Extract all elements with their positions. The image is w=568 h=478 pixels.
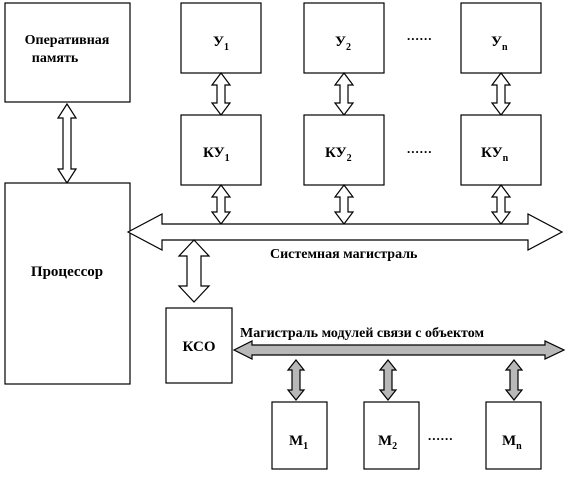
bus-module-arrow-2 — [378, 359, 398, 401]
controller-bus-arrow-2 — [333, 184, 355, 225]
kso-box — [165, 307, 233, 384]
bus-module-arrow-n — [504, 359, 524, 401]
device-controller-arrow-1 — [210, 72, 232, 116]
device-label-n: Уn — [491, 34, 508, 53]
module-label-1: М1 — [289, 433, 308, 452]
controller-bus-arrow-n — [490, 184, 512, 225]
ram-processor-arrow — [56, 102, 78, 185]
ram-label-line1: Оперативная — [25, 33, 110, 48]
module-ellipsis: ...... — [428, 428, 454, 443]
processor-label: Процессор — [31, 264, 103, 280]
bus-module-arrow-1 — [286, 359, 306, 401]
controller-box-2 — [303, 114, 385, 186]
module-box-n — [485, 401, 542, 470]
controller-label-n: КУn — [481, 145, 509, 164]
system-bus-arrow — [126, 213, 564, 251]
bus-kso-arrow — [177, 239, 211, 303]
ram-box — [4, 2, 131, 103]
system-bus-label: Системная магистраль — [270, 247, 418, 262]
processor-box — [4, 182, 131, 385]
device-ellipsis: ...... — [407, 28, 433, 43]
device-controller-arrow-n — [490, 72, 512, 116]
module-label-n: Мn — [502, 433, 522, 452]
module-label-2: М2 — [378, 433, 397, 452]
object-bus-arrow — [232, 340, 566, 360]
module-box-1 — [271, 401, 328, 470]
controller-box-n — [460, 114, 542, 186]
device-label-1: У1 — [213, 34, 229, 53]
object-bus-label: Магистраль модулей связи с объектом — [240, 326, 484, 341]
device-box-1 — [180, 2, 262, 74]
controller-box-1 — [180, 114, 262, 186]
controller-bus-arrow-1 — [210, 184, 232, 225]
device-box-n — [460, 2, 542, 74]
device-controller-arrow-2 — [333, 72, 355, 116]
controller-ellipsis: ...... — [407, 141, 433, 156]
device-label-2: У2 — [335, 34, 351, 53]
module-box-2 — [363, 401, 420, 470]
controller-label-1: КУ1 — [203, 145, 230, 164]
controller-label-2: КУ2 — [325, 145, 352, 164]
kso-label: КСО — [182, 339, 215, 355]
ram-label-line2: память — [32, 51, 79, 66]
